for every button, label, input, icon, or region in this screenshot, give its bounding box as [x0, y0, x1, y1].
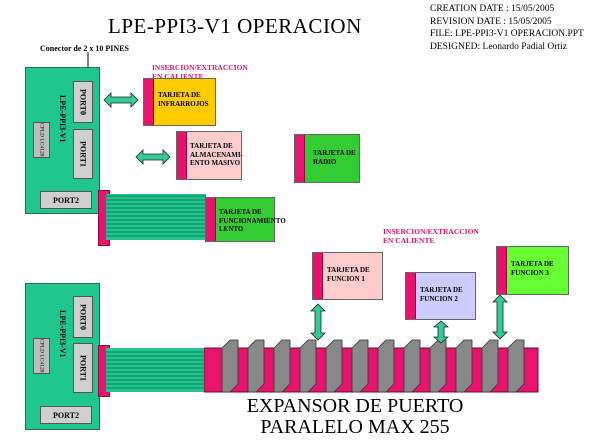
hot-swap-label-top: INSERCION/EXTRACCION EN CALIENTE: [152, 63, 248, 81]
ribbon-cable: [106, 194, 206, 240]
card-label: TARJETA DE FUNCION 2: [420, 286, 463, 303]
card-funcion-1[interactable]: TARJETA DE FUNCION 1: [312, 252, 383, 300]
card-funcion-2[interactable]: TARJETA DE FUNCION 2: [405, 272, 476, 320]
board-bottom-port0: PORT0: [73, 296, 93, 338]
card-almacenamiento-masivo[interactable]: TARJETA DE ALMACENAMI- ENTO MASIVO: [176, 131, 243, 180]
board-top-port2: PORT2: [40, 191, 92, 209]
card-connector: [406, 273, 416, 319]
card-connector: [177, 132, 187, 179]
hot-swap-label-bottom: INSERCION/EXTRACCION EN CALIENTE: [383, 227, 479, 245]
card-infrarrojos[interactable]: TARJETA DE INFRARROJOS: [143, 78, 216, 126]
card-label: TARJETA DE FUNCION 3: [511, 260, 554, 277]
card-connector: [206, 198, 216, 241]
board-bottom-name: LPE-PPI3-V1: [58, 310, 67, 358]
creation-date: CREATION DATE : 15/05/2005: [430, 4, 555, 14]
card-radio[interactable]: TARJETA DE RADIO: [294, 134, 360, 183]
page-title: LPE-PPI3-V1 OPERACION: [108, 14, 362, 38]
card-label: TARJETA DE RADIO: [313, 149, 356, 166]
board-top-port0: PORT0: [73, 81, 93, 123]
card-label: TARJETA DE ALMACENAMI- ENTO MASIVO: [190, 142, 243, 167]
card-connector: [313, 253, 323, 299]
expander-ribbon-cable: [106, 348, 206, 392]
board-top-port1: PORT1: [73, 129, 93, 179]
double-arrow-funcion-1: [310, 303, 326, 341]
double-arrow-port0: [103, 92, 139, 108]
card-funcion-3[interactable]: TARJETA DE FUNCION 3: [496, 246, 569, 295]
card-label: TARJETA DE INFRARROJOS: [158, 91, 209, 108]
card-label: TARJETA DE FUNCION 1: [327, 266, 370, 283]
expander-label: EXPANSOR DE PUERTO PARALELO MAX 255: [246, 395, 464, 438]
double-arrow-funcion-3: [492, 294, 508, 340]
expander-bus: [204, 339, 539, 393]
designer: DESIGNED: Leonardo Padial Ortiz: [430, 41, 567, 52]
card-connector: [295, 135, 305, 182]
board-top-name: LPE-PPI3-V1: [58, 95, 67, 143]
board-bottom-port2: PORT2: [40, 406, 92, 424]
file-name: FILE: LPE-PPI3-V1 OPERACION.PPT: [430, 29, 584, 40]
double-arrow-funcion-2: [433, 320, 449, 344]
double-arrow-port1: [135, 149, 171, 165]
connector-label: Conector de 2 x 10 PINES: [40, 44, 129, 53]
card-connector: [497, 247, 507, 294]
card-label: TARJETA DE FUNCIONAMIENTO LENTO: [219, 208, 286, 233]
board-bottom-port1: PORT1: [73, 343, 93, 393]
card-connector: [144, 79, 154, 125]
board-top-chip: CPLD LC4128: [33, 122, 50, 158]
revision-date: REVISION DATE : 15/05/2005: [430, 16, 552, 27]
board-bottom-chip: CPLD LC4128: [33, 338, 50, 374]
document-metadata: CREATION DATE : 15/05/2005 REVISION DATE…: [430, 3, 584, 53]
card-funcionamiento-lento[interactable]: TARJETA DE FUNCIONAMIENTO LENTO: [205, 197, 286, 242]
